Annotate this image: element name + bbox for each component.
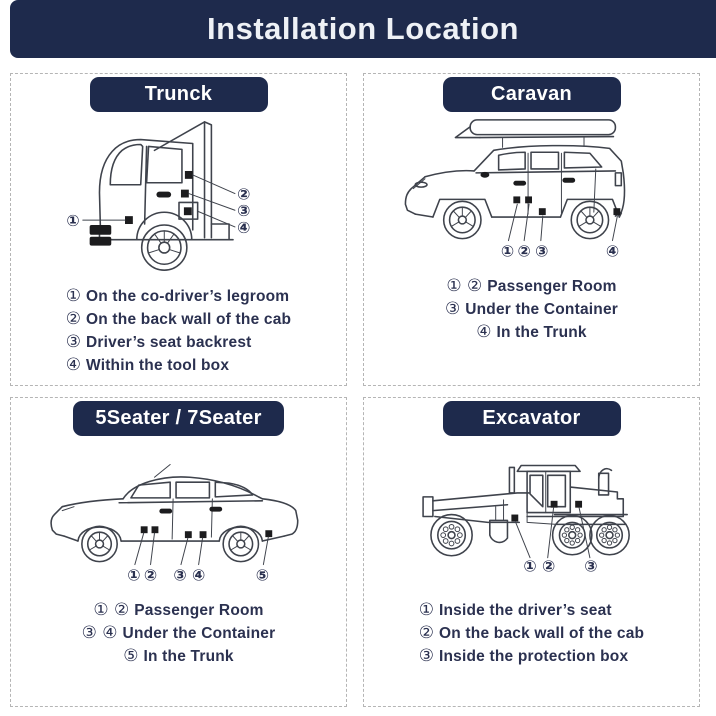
item-text: On the back wall of the cab: [439, 625, 645, 642]
marker-label: ①: [500, 241, 513, 260]
list-item: ② On the back wall of the cab: [66, 308, 291, 331]
install-location-list: ① Inside the driver’s seat ② On the back w…: [419, 599, 644, 668]
sedan-illustration: ① ② ③ ④ ⑤: [49, 464, 299, 584]
marker-label: ③: [173, 565, 186, 584]
quadrant-caravan: Caravan: [363, 73, 700, 386]
item-number: ②: [418, 623, 434, 643]
list-item: ③ Driver’s seat backrest: [66, 331, 291, 354]
marker-label: ①: [523, 556, 536, 575]
item-number: ③ ④: [81, 623, 118, 643]
item-text: Inside the protection box: [439, 648, 629, 665]
marker-label: ⑤: [255, 565, 268, 584]
item-text: In the Trunk: [143, 648, 234, 665]
marker-label: ②: [542, 556, 555, 575]
marker-label: ③: [584, 556, 597, 575]
marker-label: ①: [66, 211, 79, 230]
truck-illustration: ① ② ③ ④: [66, 121, 250, 271]
header-bar: Installation Location: [10, 0, 716, 58]
item-text: Within the tool box: [86, 357, 230, 374]
item-text: In the Trunk: [496, 324, 587, 341]
quadrant-5seater-7seater: 5Seater / 7Seater: [10, 397, 347, 707]
item-text: Passenger Room: [134, 602, 264, 619]
quadrant-trunk: Trunck: [10, 73, 347, 386]
marker-label: ②: [237, 184, 250, 203]
marker-label: ④: [605, 241, 618, 260]
marker-label: ④: [191, 565, 204, 584]
quadrant-title-badge: Caravan: [442, 77, 621, 112]
marker-label: ③: [535, 241, 548, 260]
item-number: ③: [418, 646, 434, 666]
item-number: ⑤: [123, 646, 139, 666]
marker-label: ②: [517, 241, 530, 260]
marker-label: ④: [237, 218, 250, 237]
item-number: ③: [65, 332, 81, 352]
marker-label: ①: [127, 565, 140, 584]
marker-label: ②: [143, 565, 156, 584]
quadrant-title-badge: Excavator: [442, 401, 621, 436]
quadrant-title-badge: Trunck: [89, 77, 268, 112]
item-text: Under the Container: [122, 625, 276, 642]
item-number: ④: [65, 355, 81, 375]
marker-label: ③: [237, 201, 250, 220]
item-text: Inside the driver’s seat: [439, 602, 612, 619]
item-text: On the co-driver’s legroom: [86, 288, 290, 305]
item-text: Under the Container: [465, 301, 619, 318]
item-number: ①: [418, 600, 434, 620]
item-text: Passenger Room: [487, 278, 617, 295]
list-item: ② On the back wall of the cab: [419, 622, 644, 645]
item-number: ④: [476, 322, 492, 342]
list-item: ④ Within the tool box: [66, 354, 291, 377]
quadrant-title: 5Seater / 7Seater: [95, 407, 262, 429]
item-number: ① ②: [93, 600, 130, 620]
quadrant-title: Excavator: [482, 407, 581, 429]
list-item: ③ Inside the protection box: [419, 645, 644, 668]
caravan-illustration: ① ② ③ ④: [404, 119, 625, 260]
item-number: ① ②: [446, 276, 483, 296]
quadrant-title: Trunck: [144, 83, 213, 105]
quadrant-title: Caravan: [490, 83, 573, 105]
item-number: ②: [65, 309, 81, 329]
list-item: ① On the co-driver’s legroom: [66, 285, 291, 308]
item-number: ①: [65, 286, 81, 306]
quadrant-title-badge: 5Seater / 7Seater: [73, 401, 284, 436]
quadrant-excavator: Excavator: [363, 397, 700, 707]
page-title: Installation Location: [207, 11, 519, 46]
item-text: Driver’s seat backrest: [86, 334, 252, 351]
item-number: ③: [444, 299, 461, 319]
install-location-list: ① On the co-driver’s legroom ② On the back…: [66, 285, 291, 377]
item-text: On the back wall of the cab: [86, 311, 292, 328]
excavator-illustration: ① ② ③: [421, 464, 630, 575]
list-item: ① Inside the driver’s seat: [419, 599, 644, 622]
quadrant-grid: Trunck: [10, 73, 700, 707]
